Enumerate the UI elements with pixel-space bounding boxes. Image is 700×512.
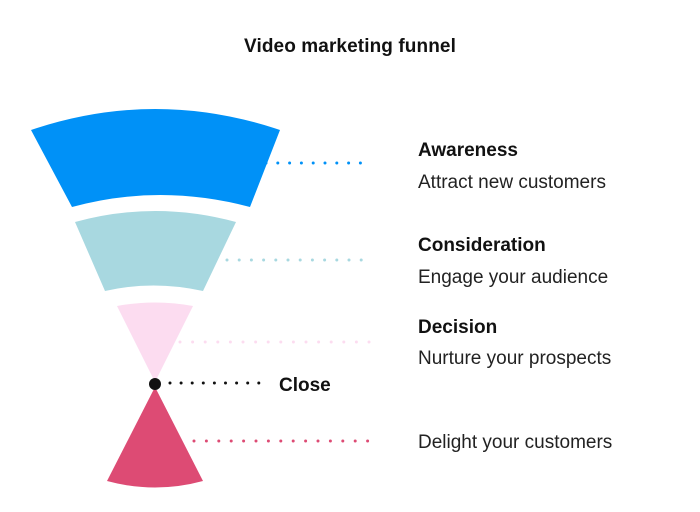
diagram-title: Video marketing funnel xyxy=(244,36,456,57)
funnel-band-awareness xyxy=(31,109,280,207)
close-label: Close xyxy=(279,375,331,396)
stage-description-awareness: Attract new customers xyxy=(418,172,606,193)
stage-title-decision: Decision xyxy=(418,317,498,338)
funnel-band-consideration xyxy=(75,211,236,291)
stage-description-delight: Delight your customers xyxy=(418,432,613,453)
stage-title-consideration: Consideration xyxy=(418,235,546,256)
close-point xyxy=(149,378,161,390)
stage-title-awareness: Awareness xyxy=(418,140,518,161)
funnel-band-delight xyxy=(107,387,203,488)
stage-description-decision: Nurture your prospects xyxy=(418,348,612,369)
funnel-band-decision xyxy=(117,302,193,382)
stage-description-consideration: Engage your audience xyxy=(418,267,609,288)
